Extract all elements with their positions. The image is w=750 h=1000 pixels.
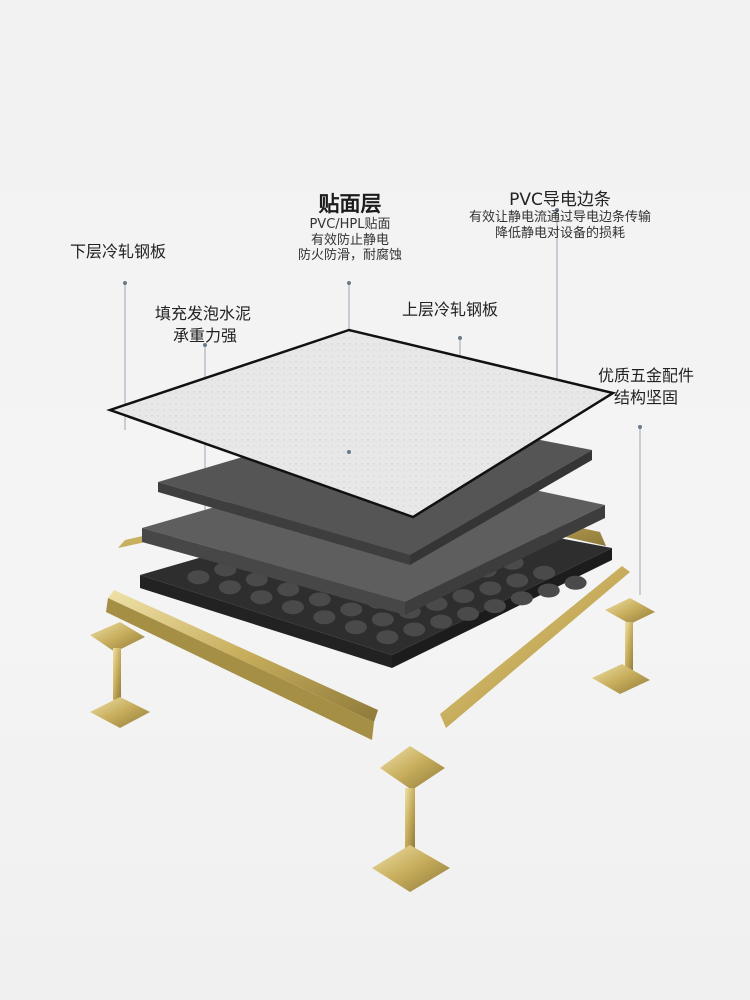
label-cement-line2: 承重力强	[173, 326, 238, 345]
label-lower-steel: 下层冷轧钢板	[70, 242, 167, 261]
label-surface: 贴面层 PVC/HPL贴面 有效防止静电 防火防滑，耐腐蚀	[270, 192, 430, 264]
surface-panel	[106, 328, 617, 519]
tray-bump	[313, 610, 336, 625]
tray-bump	[277, 582, 300, 597]
tray-bump	[281, 600, 304, 615]
surface-line2: 有效防止静电	[310, 232, 389, 248]
tray-bump	[533, 565, 556, 580]
tray-bump	[218, 580, 241, 595]
tray-bump	[506, 573, 529, 588]
label-cement-line1: 填充发泡水泥	[155, 304, 252, 323]
tray-bump	[376, 630, 399, 645]
tray-bump	[479, 581, 502, 596]
tray-bump	[452, 589, 475, 604]
tray-bump	[510, 591, 533, 606]
tray-bump	[403, 622, 426, 637]
pvc-line1: 有效让静电流通过导电边条传输	[468, 210, 651, 226]
tray-bump	[371, 612, 394, 627]
tray-bump	[308, 592, 331, 607]
label-hardware-line2: 结构坚固	[614, 388, 679, 407]
label-hardware-line1: 优质五金配件	[598, 366, 695, 385]
pvc-line2: 降低静电对设备的损耗	[494, 225, 625, 241]
label-upper-steel: 上层冷轧钢板	[402, 300, 499, 319]
tray-bump	[430, 614, 453, 629]
tray-bump	[483, 599, 506, 614]
tray-bump	[344, 620, 367, 635]
tray-bump	[250, 590, 273, 605]
pedestal-right	[592, 598, 655, 694]
tray-bump	[245, 572, 268, 587]
label-pvc-strip: PVC导电边条 有效让静电流通过导电边条传输 降低静电对设备的损耗	[440, 190, 680, 242]
pedestal-left	[90, 622, 150, 728]
pedestal-front	[372, 746, 450, 892]
gold-rails-front	[106, 566, 630, 740]
surface-line1: PVC/HPL贴面	[309, 217, 391, 233]
pvc-title: PVC导电边条	[509, 190, 611, 210]
surface-line3: 防火防滑，耐腐蚀	[297, 248, 402, 264]
callout-dots	[123, 208, 642, 454]
pedestals	[90, 598, 655, 892]
tray-bump	[187, 570, 210, 585]
tray-bump	[457, 606, 480, 621]
surface-title: 贴面层	[318, 192, 382, 216]
tray-bump	[340, 602, 363, 617]
tray-bump	[564, 575, 587, 590]
tray-bump	[537, 583, 560, 598]
